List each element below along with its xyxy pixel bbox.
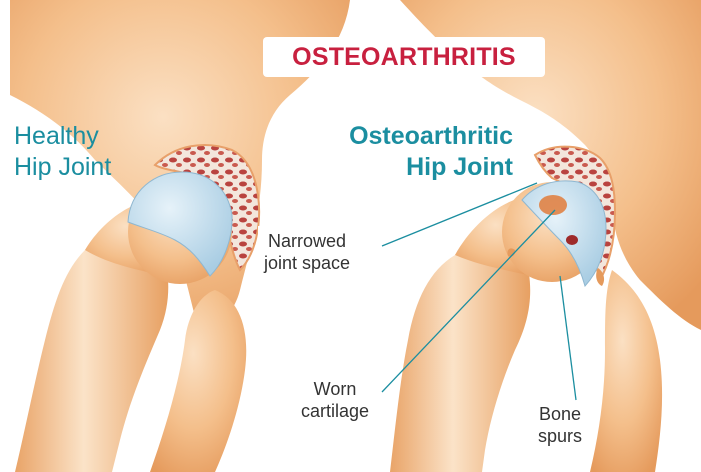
osteo-femur (390, 244, 530, 472)
healthy-heading-line1: Healthy (14, 121, 111, 152)
worn-line2: cartilage (301, 400, 369, 422)
spurs-line2: spurs (538, 425, 582, 447)
title-text: OSTEOARTHRITIS (292, 43, 516, 72)
spurs-line1: Bone (538, 403, 582, 425)
osteo-heading-line1: Osteoarthritic (349, 121, 513, 152)
worn-cartilage-label: Worn cartilage (301, 378, 369, 422)
healthy-heading-line2: Hip Joint (14, 152, 111, 183)
narrowed-line2: joint space (264, 252, 350, 274)
bone-spurs-label: Bone spurs (538, 403, 582, 447)
leader-spurs (560, 276, 576, 400)
diagram-title: OSTEOARTHRITIS (263, 37, 545, 77)
narrowed-line1: Narrowed (264, 230, 350, 252)
healthy-heading: Healthy Hip Joint (14, 121, 111, 183)
osteo-heading-line2: Hip Joint (349, 152, 513, 183)
worn-line1: Worn (301, 378, 369, 400)
narrowed-joint-label: Narrowed joint space (258, 226, 356, 278)
osteo-heading: Osteoarthritic Hip Joint (349, 121, 513, 183)
